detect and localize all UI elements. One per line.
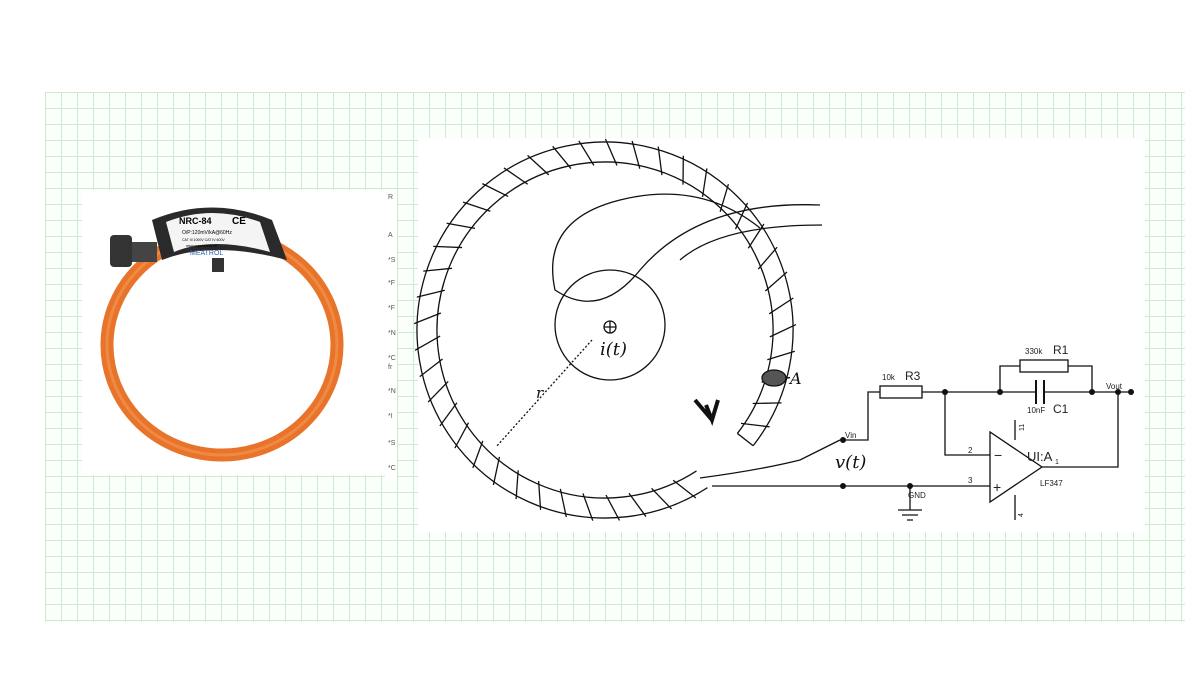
svg-text:R3: R3 <box>905 369 921 383</box>
resistor-r3 <box>879 385 923 399</box>
svg-text:330k: 330k <box>1025 347 1043 356</box>
winding-turn <box>747 223 765 249</box>
svg-text:1: 1 <box>1055 459 1059 466</box>
svg-text:www.nrgwireless.co: www.nrgwireless.co <box>186 244 217 248</box>
winding-turn <box>578 140 595 166</box>
model-label: NRC-84 <box>179 216 212 226</box>
winding-turn <box>427 380 449 403</box>
svg-text:−: − <box>994 447 1002 463</box>
winding-turn <box>454 422 470 449</box>
winding-turn <box>413 312 442 325</box>
cross-section-area <box>761 369 787 387</box>
winding-turn <box>631 140 641 169</box>
torus-edge <box>436 161 774 499</box>
winding-turn <box>439 402 458 427</box>
svg-text:v(t): v(t) <box>835 452 866 473</box>
winding-turn <box>769 323 797 338</box>
svg-text:CE: CE <box>232 216 246 227</box>
winding-turn <box>701 168 708 198</box>
winding-turn <box>503 167 529 185</box>
winding-turn <box>446 222 476 230</box>
winding-turn <box>768 297 794 315</box>
svg-text:UI:A: UI:A <box>1027 449 1053 464</box>
svg-text:10k: 10k <box>882 373 896 382</box>
winding-turn <box>628 492 647 517</box>
winding-turn <box>472 440 484 469</box>
winding-turn <box>482 183 509 198</box>
conductor-cable <box>551 193 821 302</box>
winding-turn <box>752 402 782 405</box>
winding-turn <box>719 184 730 213</box>
coil-windings <box>413 138 797 521</box>
winding-turn <box>657 146 663 176</box>
winding-turn <box>433 245 463 249</box>
winding-turn <box>527 154 550 176</box>
winding-turn <box>582 493 594 521</box>
winding-turn <box>767 350 796 361</box>
winding-turn <box>734 202 749 230</box>
direction-arrow-icon <box>693 398 720 427</box>
winding-turn <box>462 201 491 212</box>
resistor-r1 <box>1019 359 1069 373</box>
svg-text:GND: GND <box>908 491 926 500</box>
winding-turn <box>672 479 697 499</box>
svg-text:4: 4 <box>1018 513 1025 517</box>
brand-logo: MEATROL <box>190 250 223 257</box>
truncated-text-panel: R A *S *F *F *N *C fr *N *I *S *C <box>385 190 397 480</box>
winding-turn <box>605 494 621 521</box>
svg-text:r: r <box>536 384 544 402</box>
conductor-circle <box>554 269 666 381</box>
winding-turn <box>414 335 441 351</box>
winding-turn <box>419 358 443 378</box>
svg-text:Vout: Vout <box>1106 382 1123 391</box>
winding-turn <box>604 138 618 166</box>
svg-text:Vin: Vin <box>845 431 856 440</box>
svg-text:C1: C1 <box>1053 402 1069 416</box>
winding-turn <box>537 481 542 510</box>
winding-turn <box>740 422 770 428</box>
winding-turn <box>764 271 788 292</box>
svg-text:LF347: LF347 <box>1040 479 1063 488</box>
winding-turn <box>492 456 501 486</box>
svg-text:O/P:120mV/kA@60Hz: O/P:120mV/kA@60Hz <box>182 230 232 236</box>
svg-text:2: 2 <box>968 446 973 455</box>
svg-text:CAT III 1000V CAT IV 600V: CAT III 1000V CAT IV 600V <box>182 238 225 242</box>
winding-turn <box>416 289 446 298</box>
svg-text:3: 3 <box>968 476 973 485</box>
integrator-circuit: Vin Vout GND 10k R3 330k R1 10nF C1 UI:A… <box>840 343 1134 521</box>
svg-text:11: 11 <box>1019 424 1026 431</box>
svg-text:R1: R1 <box>1053 343 1069 357</box>
winding-turn <box>651 487 673 510</box>
winding-turn <box>757 246 778 270</box>
svg-text:+: + <box>993 479 1001 495</box>
winding-turn <box>515 470 519 500</box>
winding-turn <box>423 267 453 272</box>
svg-text:A: A <box>788 369 802 388</box>
rogowski-coil-photo: NRC-84 CE O/P:120mV/kA@60Hz CAT III 1000… <box>82 190 385 475</box>
torus-edge <box>416 141 794 519</box>
connector-icon <box>110 235 132 267</box>
opamp-symbol <box>989 430 1044 504</box>
rogowski-coil-torus <box>416 141 794 519</box>
svg-text:10nF: 10nF <box>1027 406 1045 415</box>
winding-turn <box>559 488 567 518</box>
winding-turn <box>552 145 572 169</box>
svg-text:i(t): i(t) <box>600 339 627 360</box>
